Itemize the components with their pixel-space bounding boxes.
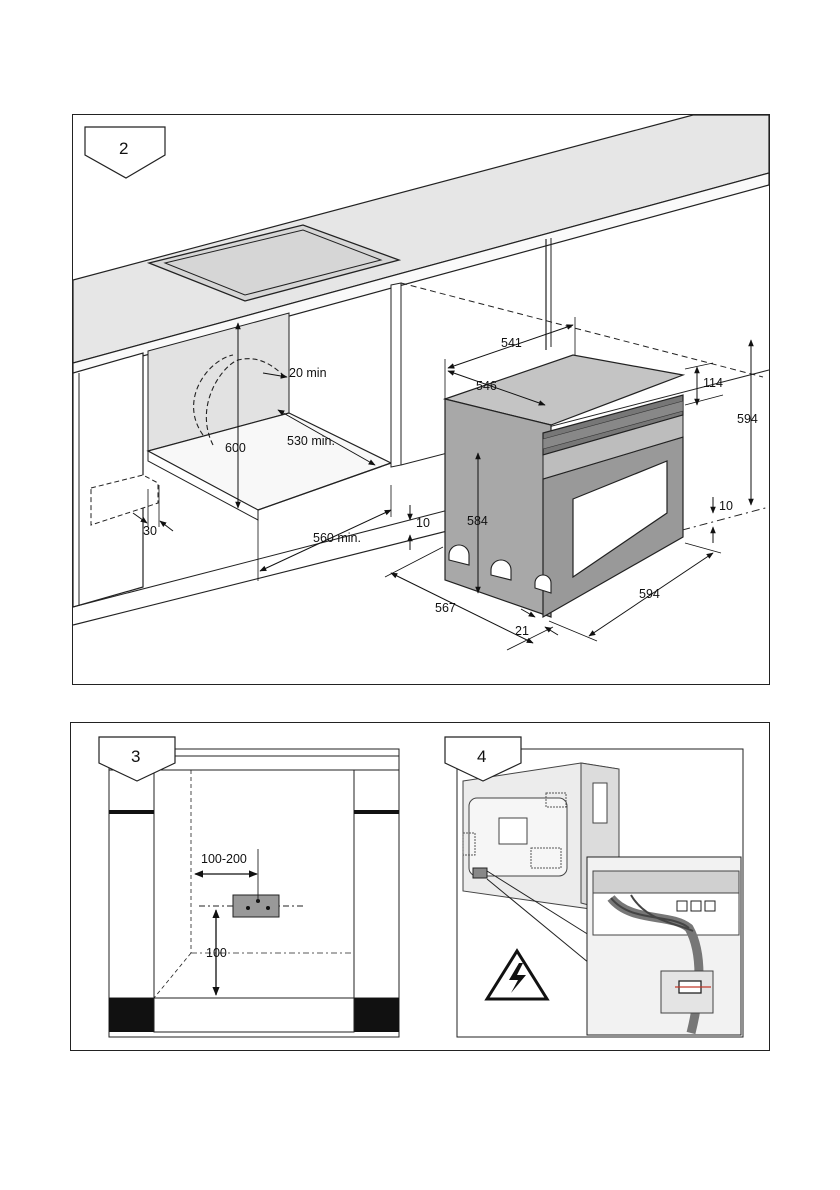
dim-594-height-label: 594 [737, 412, 758, 426]
cable-wire-2 [630, 894, 694, 932]
terminal-screw [676, 900, 688, 912]
airflow-path [205, 358, 286, 446]
dim-530-line [277, 409, 376, 466]
dim-560-label: 560 min. [313, 531, 361, 545]
dim-30-label: 30 [143, 524, 157, 538]
projection-line [400, 282, 764, 378]
dim-30-line [132, 512, 148, 524]
dim-114-ext [684, 362, 714, 370]
step-badge-2 [84, 126, 166, 179]
cabinet-divider [390, 282, 402, 468]
dim-560-line [259, 509, 392, 572]
shelf-edge-right [354, 810, 399, 814]
electrical-connection-diagrams: 100-200 100 3 4 [98, 736, 744, 1038]
dim-546-line [447, 370, 546, 406]
terminal-block [592, 870, 740, 894]
terminal-screw-2 [690, 900, 702, 912]
base-block-right [354, 998, 399, 1032]
dim-567-label: 567 [435, 601, 456, 615]
dim-21-line-2 [544, 626, 559, 636]
hob-glass [163, 229, 383, 296]
step-number-2: 2 [119, 139, 128, 158]
cabinet-right-post [353, 769, 400, 999]
electric-hazard-icon [484, 948, 550, 1001]
step-number-3: 3 [131, 747, 140, 766]
countertop [73, 115, 769, 364]
figure-3-frame [108, 748, 400, 1038]
oven-door-window [572, 460, 668, 579]
base-block-left [109, 998, 154, 1032]
dim-100-label: 100 [206, 946, 227, 960]
dim-584-label: 584 [467, 514, 488, 528]
wall-socket [232, 894, 280, 918]
dim-10-right-label: 10 [719, 499, 733, 513]
cable-wire [610, 897, 690, 929]
dim-20-line [262, 372, 288, 379]
dim-567-ext [384, 546, 444, 578]
vent-grille-3 [462, 832, 476, 856]
figure-3-4-panel: 100-200 100 3 4 [70, 722, 770, 1051]
socket-hole-3 [266, 906, 270, 910]
dim-594-width-ext [548, 620, 598, 642]
dim-567-ext-2 [506, 626, 554, 651]
cabinet-left-post [108, 769, 155, 999]
niche-floor-front [257, 462, 392, 511]
dim-10-left-label: 10 [416, 516, 430, 530]
installation-dimensions-diagram: 541 546 114 594 20 min 530 min. 600 584 … [73, 115, 769, 651]
dim-530-label: 530 min. [287, 434, 335, 448]
dim-21-label: 21 [515, 624, 529, 638]
dim-114-ext-2 [684, 394, 724, 406]
dim-20-label: 20 min [289, 366, 327, 380]
vent-grille [530, 847, 562, 869]
niche-inner-diag [153, 952, 192, 999]
cabinet-base [153, 997, 355, 1033]
zoom-line [486, 870, 590, 936]
shelf-edge-left [109, 810, 154, 814]
dim-541-label: 541 [501, 336, 522, 350]
plinth-vent-opening [90, 474, 159, 526]
oven-control-strip [542, 400, 684, 450]
dim-594-width-label: 594 [639, 587, 660, 601]
dim-594-width-ext-2 [684, 542, 722, 554]
vent-grille-2 [545, 792, 567, 808]
oven-side [444, 398, 552, 618]
rear-slot [592, 782, 608, 824]
dim-114-label: 114 [703, 376, 723, 390]
oven-foot-3 [534, 574, 552, 594]
step-number-4: 4 [477, 747, 486, 766]
step-badge-4 [444, 736, 522, 782]
dim-594-width-line [588, 552, 714, 637]
rear-plate-square [498, 817, 528, 845]
dim-600-label: 600 [225, 441, 246, 455]
dim-30-line-2 [159, 520, 174, 532]
oven-foot [448, 544, 470, 566]
terminal-box-small [472, 867, 488, 879]
dim-541-line [447, 324, 574, 369]
figure-2-panel: 541 546 114 594 20 min 530 min. 600 584 … [72, 114, 770, 685]
zoom-line-2 [486, 878, 590, 964]
oven-door-frame [542, 414, 684, 480]
socket-hole [246, 906, 250, 910]
dim-21-line [520, 608, 536, 618]
dim-546-label: 546 [476, 379, 497, 393]
terminal-screw-3 [704, 900, 716, 912]
dim-567-line [390, 572, 534, 644]
airflow-path-2 [193, 354, 234, 436]
dim-100-200-label: 100-200 [201, 852, 247, 866]
step-badge-3 [98, 736, 176, 782]
